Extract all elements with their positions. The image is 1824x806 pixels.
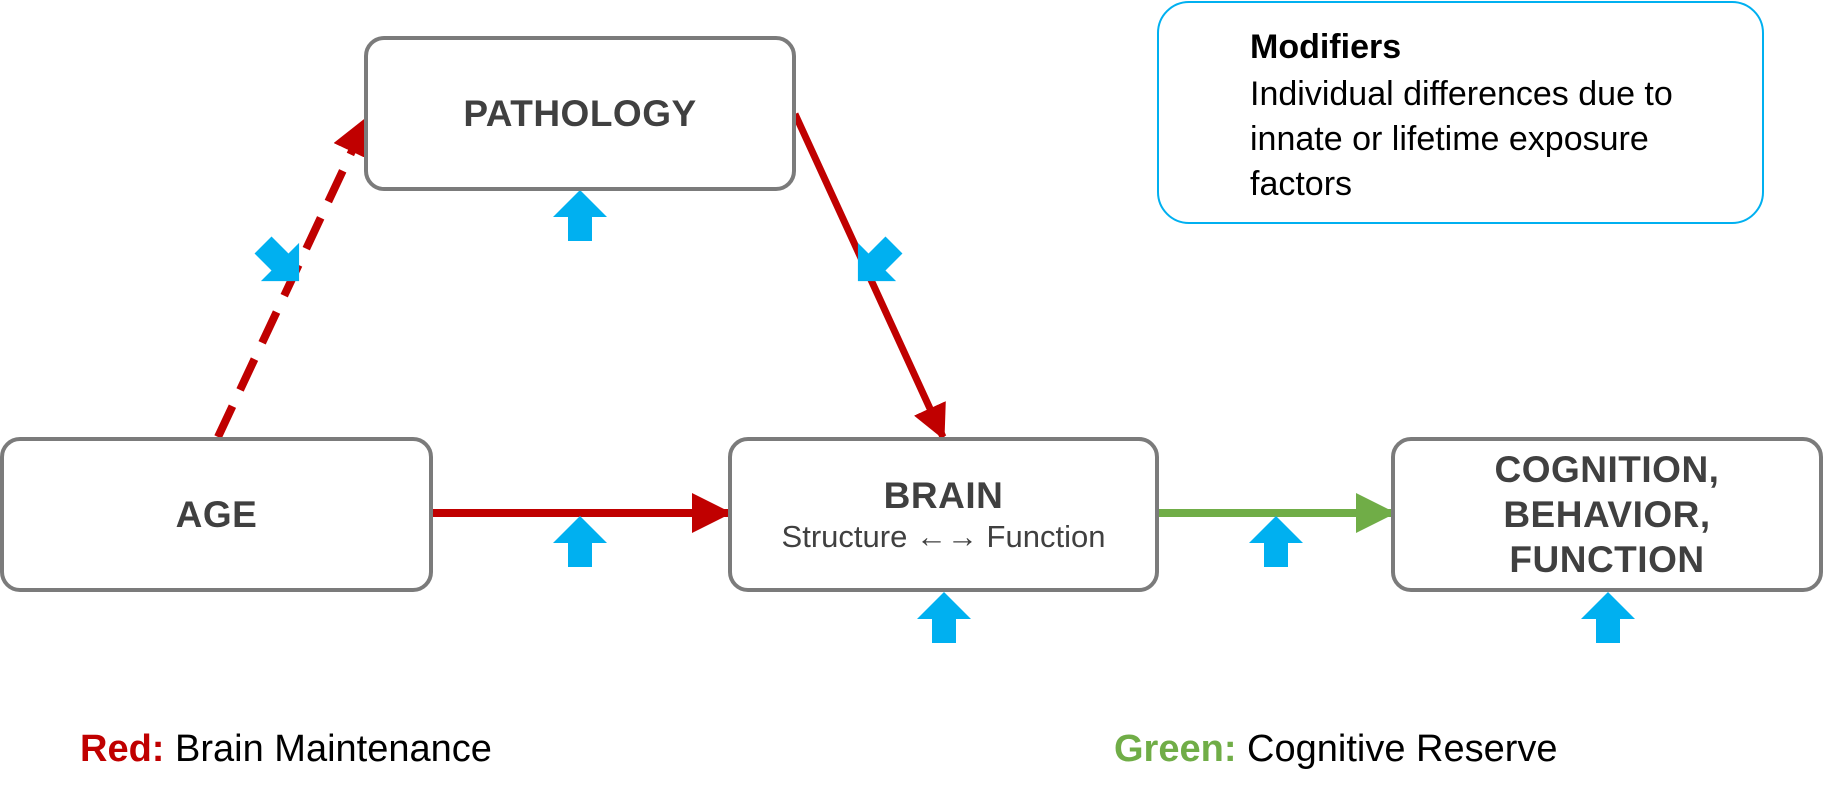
cognition-node: COGNITION, BEHAVIOR, FUNCTION (1391, 437, 1823, 592)
brain-title: BRAIN (883, 475, 1004, 516)
brain-node: BRAIN Structure ←→ Function (728, 437, 1159, 592)
modifier-arrow-icon (243, 225, 319, 301)
key-green-cognitive-reserve: Green: Cognitive Reserve (1114, 728, 1558, 771)
brain-subtitle: Structure ←→ Function (781, 519, 1106, 554)
legend-description: Individual differences due to innate or … (1250, 75, 1673, 203)
legend-title: Modifiers (1250, 28, 1402, 66)
modifier-arrow-icon (553, 190, 607, 241)
cognition-title-line: COGNITION, (1494, 449, 1720, 490)
modifier-arrow-icon (1249, 516, 1303, 567)
modifier-arrow-icon (1581, 592, 1635, 643)
key-green-text: Cognitive Reserve (1247, 728, 1558, 770)
pathology-node: PATHOLOGY (364, 36, 796, 191)
key-red-brain-maintenance: Red: Brain Maintenance (80, 728, 492, 771)
age-node: AGE (0, 437, 433, 592)
function-title-line: FUNCTION (1509, 539, 1705, 580)
key-green-label: Green: (1114, 728, 1237, 770)
pathology-title: PATHOLOGY (463, 93, 697, 134)
key-red-label: Red: (80, 728, 165, 770)
age-title: AGE (175, 494, 258, 535)
modifier-arrow-icon (917, 592, 971, 643)
modifier-arrow-icon (553, 516, 607, 567)
modifiers-legend-box (1157, 1, 1764, 224)
behavior-title-line: BEHAVIOR, (1503, 494, 1711, 535)
key-red-text: Brain Maintenance (175, 728, 492, 770)
